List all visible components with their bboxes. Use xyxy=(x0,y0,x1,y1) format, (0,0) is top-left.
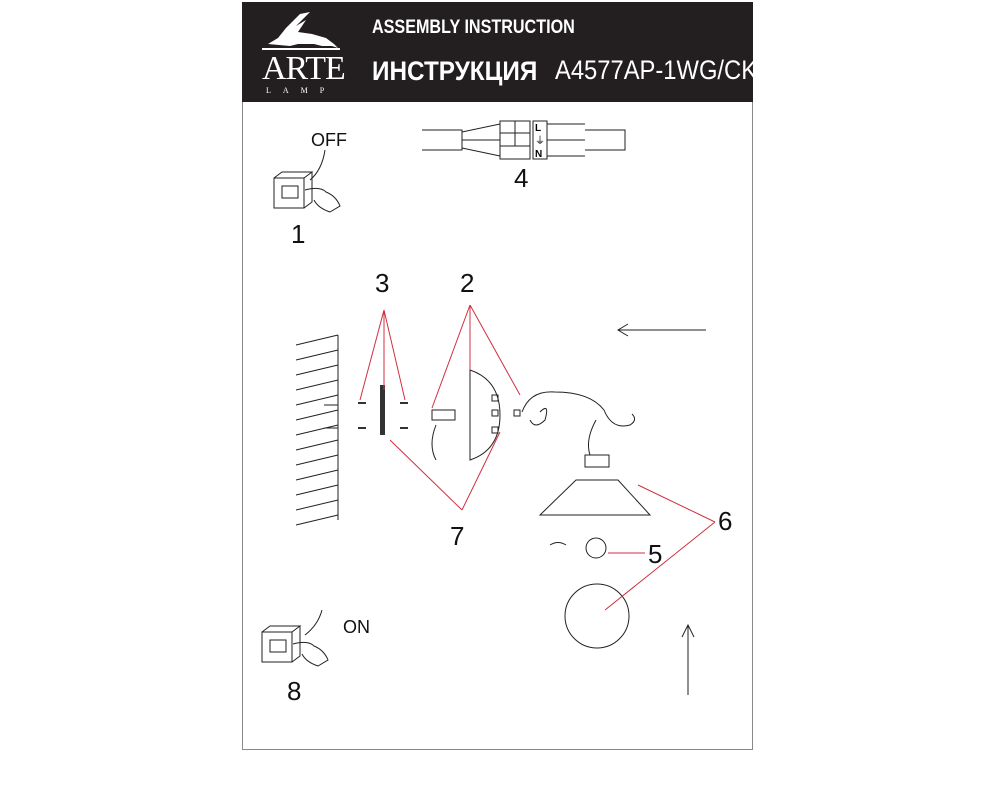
step-number-6: 6 xyxy=(718,506,732,536)
arrow-up-icon xyxy=(681,623,695,695)
instruction-sheet xyxy=(242,2,753,750)
title-english: ASSEMBLY INSTRUCTION xyxy=(372,17,575,38)
step-number-2: 2 xyxy=(460,268,474,298)
step-number-4: 4 xyxy=(514,163,528,193)
terminal-label-n: N xyxy=(535,149,542,160)
brand-sub: LAMP xyxy=(266,86,337,95)
brand-logo: ARTE xyxy=(262,50,346,87)
wall-hatching xyxy=(295,334,339,526)
lion-logo-icon xyxy=(262,12,340,50)
step-number-5: 5 xyxy=(648,539,662,569)
switch-off-illustration xyxy=(273,149,341,213)
model-number: A4577AP-1WG/CK xyxy=(555,55,758,85)
step-number-3: 3 xyxy=(375,268,389,298)
header-bar xyxy=(242,2,753,102)
terminal-label-earth: ⏚ xyxy=(535,135,545,147)
switch-on-illustration xyxy=(261,609,329,667)
on-label: ON xyxy=(343,617,370,637)
callout-lines xyxy=(359,304,716,611)
off-label: OFF xyxy=(311,130,347,150)
step-number-7: 7 xyxy=(450,521,464,551)
step-number-1: 1 xyxy=(291,219,305,249)
step-number-8: 8 xyxy=(287,676,301,706)
terminal-label-l: L xyxy=(535,123,541,134)
title-russian: ИНСТРУКЦИЯ xyxy=(372,56,538,86)
arrow-left-icon xyxy=(617,323,706,337)
mounting-bracket xyxy=(358,369,521,461)
lamp-arm-and-shade xyxy=(521,391,652,649)
terminal-block-illustration: L ⏚ N xyxy=(422,120,626,160)
